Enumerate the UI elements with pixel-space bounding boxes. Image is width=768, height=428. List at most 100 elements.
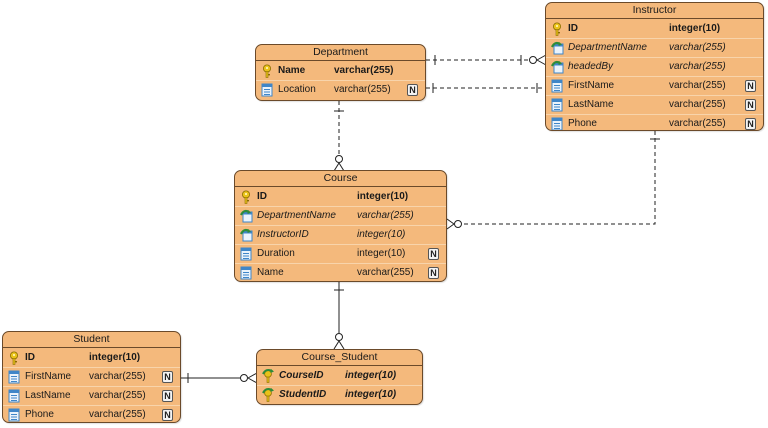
column-name: headedBy <box>568 61 614 72</box>
column-name: StudentID <box>279 389 327 400</box>
column-row[interactable]: CourseID integer(10) <box>257 367 422 385</box>
entity-course[interactable]: Course ID integer(10) DepartmentName varcha… <box>234 170 447 282</box>
column-name: Phone <box>568 118 597 129</box>
column-type: varchar(255) <box>669 118 726 129</box>
column-icon <box>551 79 563 93</box>
column-row[interactable]: LastName varchar(255) N <box>546 95 763 114</box>
primary-key-icon <box>261 64 273 78</box>
nullable-badge: N <box>162 409 173 421</box>
relationship-course-course-student[interactable] <box>333 282 345 350</box>
relationship-instructor-course[interactable] <box>446 131 660 230</box>
column-type: varchar(255) <box>334 65 394 76</box>
column-type: integer(10) <box>345 370 397 381</box>
column-type: varchar(255) <box>334 84 391 95</box>
column-icon <box>8 408 20 422</box>
column-name: Phone <box>25 409 54 420</box>
foreign-key-icon <box>240 209 253 223</box>
foreign-key-icon <box>551 41 564 55</box>
nullable-badge: N <box>745 99 756 111</box>
column-row[interactable]: ID integer(10) <box>235 188 446 206</box>
column-name: ID <box>257 191 267 202</box>
column-name: DepartmentName <box>568 42 647 53</box>
column-icon <box>8 389 20 403</box>
primary-foreign-key-icon <box>262 388 274 402</box>
column-row[interactable]: InstructorID integer(10) <box>235 225 446 244</box>
column-type: varchar(255) <box>357 210 414 221</box>
column-row[interactable]: StudentID integer(10) <box>257 385 422 404</box>
column-type: varchar(255) <box>669 42 726 53</box>
column-row[interactable]: DepartmentName varchar(255) <box>546 38 763 57</box>
foreign-key-icon <box>551 60 564 74</box>
column-name: LastName <box>568 99 614 110</box>
column-name: FirstName <box>25 371 72 382</box>
entity-department[interactable]: Department Name varchar(255) Location varch… <box>255 44 426 101</box>
nullable-badge: N <box>745 80 756 92</box>
column-row[interactable]: Phone varchar(255) N <box>546 114 763 130</box>
column-type: integer(10) <box>89 352 141 363</box>
column-name: DepartmentName <box>257 210 336 221</box>
column-name: ID <box>25 352 35 363</box>
column-type: varchar(255) <box>89 409 146 420</box>
relationship-instructor-department[interactable] <box>426 83 545 93</box>
column-name: ID <box>568 23 578 34</box>
column-row[interactable]: ID integer(10) <box>546 20 763 38</box>
column-row[interactable]: Name varchar(255) <box>256 62 425 80</box>
column-row[interactable]: Phone varchar(255) N <box>3 405 180 422</box>
nullable-badge: N <box>428 267 439 279</box>
column-name: LastName <box>25 390 71 401</box>
column-type: varchar(255) <box>669 99 726 110</box>
primary-foreign-key-icon <box>262 369 274 383</box>
column-row[interactable]: FirstName varchar(255) N <box>3 367 180 386</box>
entity-columns: ID integer(10) DepartmentName varchar(255) I… <box>235 187 446 281</box>
relationship-department-course[interactable] <box>333 101 345 172</box>
column-type: varchar(255) <box>669 61 726 72</box>
column-type: integer(10) <box>357 191 409 202</box>
relationship-department-instructor[interactable] <box>426 54 547 66</box>
nullable-badge: N <box>162 371 173 383</box>
entity-title: Department <box>256 45 425 61</box>
column-type: integer(10) <box>357 229 406 240</box>
column-icon <box>240 247 252 261</box>
column-row[interactable]: DepartmentName varchar(255) <box>235 206 446 225</box>
column-type: integer(10) <box>357 248 406 259</box>
column-name: Duration <box>257 248 295 259</box>
column-icon <box>8 370 20 384</box>
column-type: integer(10) <box>345 389 397 400</box>
entity-student[interactable]: Student ID integer(10) FirstName varchar(25… <box>2 331 181 423</box>
column-name: Location <box>278 84 316 95</box>
entity-title: Course <box>235 171 446 187</box>
column-row[interactable]: ID integer(10) <box>3 349 180 367</box>
entity-title: Student <box>3 332 180 348</box>
entity-title: Course_Student <box>257 350 422 366</box>
column-type: varchar(255) <box>89 390 146 401</box>
nullable-badge: N <box>162 390 173 402</box>
column-icon <box>551 98 563 112</box>
column-name: InstructorID <box>257 229 309 240</box>
column-name: CourseID <box>279 370 324 381</box>
column-name: Name <box>278 65 306 76</box>
column-icon <box>551 117 563 130</box>
column-type: varchar(255) <box>357 267 414 278</box>
column-type: varchar(255) <box>89 371 146 382</box>
primary-key-icon <box>8 351 20 365</box>
relationship-student-course-student[interactable] <box>181 372 258 384</box>
column-row[interactable]: headedBy varchar(255) <box>546 57 763 76</box>
column-row[interactable]: LastName varchar(255) N <box>3 386 180 405</box>
column-icon <box>261 83 273 97</box>
column-type: integer(10) <box>669 23 721 34</box>
nullable-badge: N <box>745 118 756 130</box>
foreign-key-icon <box>240 228 253 242</box>
primary-key-icon <box>551 22 563 36</box>
column-icon <box>240 266 252 280</box>
primary-key-icon <box>240 190 252 204</box>
